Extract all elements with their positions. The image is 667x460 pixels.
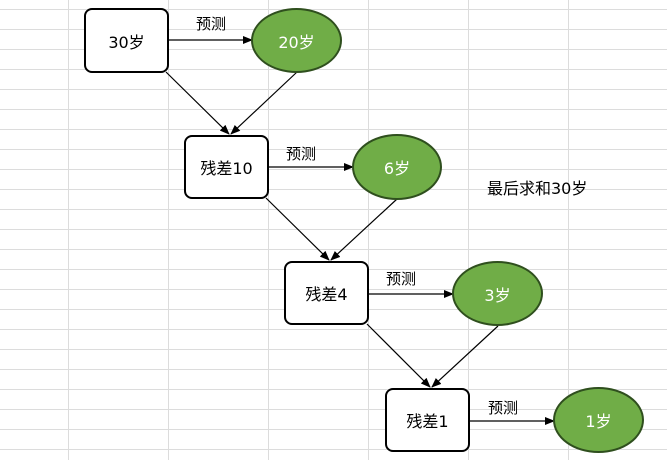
edge-label-1: 预测 (196, 15, 227, 33)
start-node: 30岁 (84, 8, 169, 73)
residual-node-2: 残差4 (284, 261, 369, 325)
arrow-p3-to-residual3 (431, 325, 499, 388)
sum-note: 最后求和30岁 (487, 179, 588, 198)
prediction-node-3: 3岁 (452, 261, 543, 326)
edge-label-2: 预测 (286, 145, 317, 163)
prediction-node-2: 6岁 (352, 134, 442, 200)
arrow-p1-to-residual1 (230, 71, 298, 135)
arrow-residual1-to-residual2 (265, 197, 330, 261)
arrow-start-to-residual1 (165, 71, 230, 135)
residual-node-3: 残差1 (385, 388, 470, 452)
edge-label-4: 预测 (488, 399, 519, 417)
arrow-p2-to-residual2 (330, 198, 398, 261)
prediction-node-4: 1岁 (553, 387, 644, 453)
arrow-residual2-to-residual3 (366, 323, 431, 388)
residual-node-1: 残差10 (184, 135, 269, 199)
edge-label-3: 预测 (386, 270, 417, 288)
prediction-node-1: 20岁 (251, 8, 342, 73)
